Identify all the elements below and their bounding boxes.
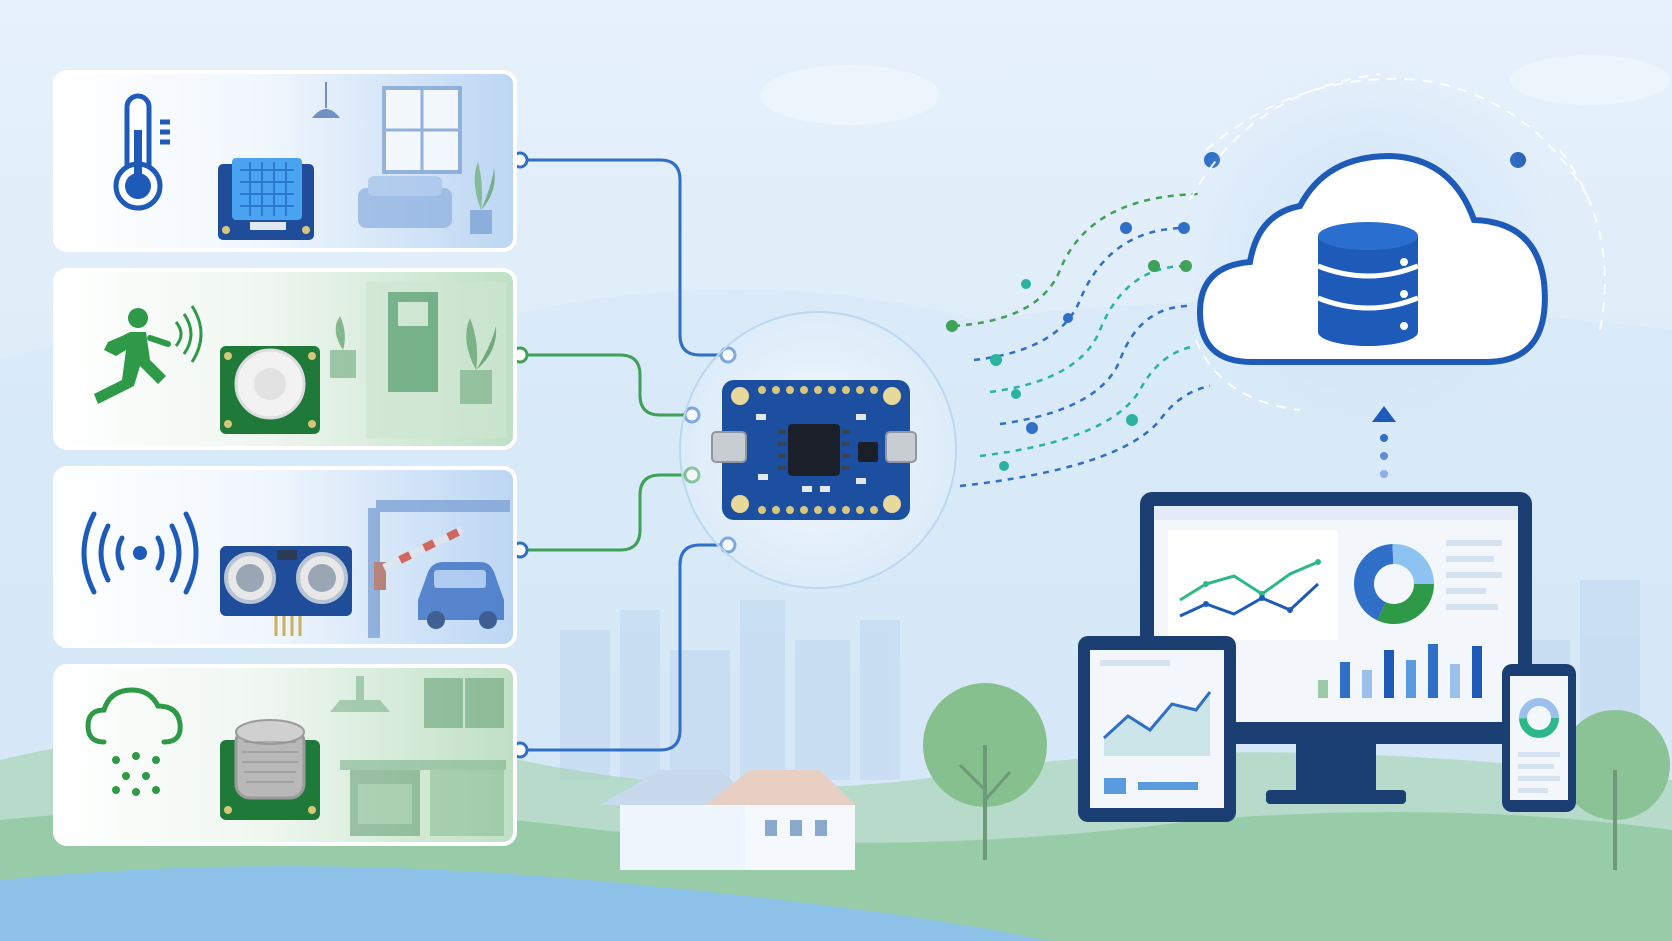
- upload-arrow-icon: [1372, 406, 1396, 478]
- connector-gas: [520, 543, 728, 752]
- dashboard-devices: [1078, 492, 1576, 822]
- house: [600, 770, 855, 870]
- signal-waves-icon: [81, 511, 199, 595]
- bar-chart: [1318, 644, 1482, 698]
- tablet: [1078, 636, 1236, 822]
- microcontroller-board-icon: [711, 380, 917, 520]
- data-streams: [953, 192, 1211, 488]
- pir-motion-sensor-module: [220, 346, 320, 434]
- connector-temperature: [520, 158, 728, 357]
- river: [0, 866, 1050, 941]
- sensor-card-motion: [53, 268, 517, 450]
- hub-microcontroller: [679, 311, 957, 589]
- database-icon: [1317, 222, 1419, 346]
- tree: [923, 683, 1670, 870]
- kitchen-scene: [330, 676, 506, 836]
- smartphone: [1502, 664, 1576, 812]
- donut-chart: [1354, 544, 1434, 624]
- ultrasonic-sensor-module: [220, 546, 352, 636]
- sensor-connectors: [520, 158, 728, 752]
- gas-sensor-module: [220, 719, 320, 820]
- running-person-icon: [94, 305, 203, 404]
- line-chart: [1168, 530, 1338, 640]
- sensor-card-distance: [53, 466, 517, 648]
- thermometer-icon: [113, 93, 170, 211]
- connector-distance: [520, 473, 692, 552]
- gas-cloud-icon: [85, 687, 183, 796]
- connector-motion: [520, 353, 692, 417]
- dht11-sensor-module: [218, 158, 314, 240]
- cloud-storage: [1182, 60, 1606, 478]
- sensor-card-temperature: [53, 70, 517, 252]
- sensor-card-gas: [53, 664, 517, 846]
- parking-gate-scene: [368, 500, 510, 638]
- living-room-scene: [312, 82, 495, 234]
- hallway-door-scene: [330, 282, 506, 438]
